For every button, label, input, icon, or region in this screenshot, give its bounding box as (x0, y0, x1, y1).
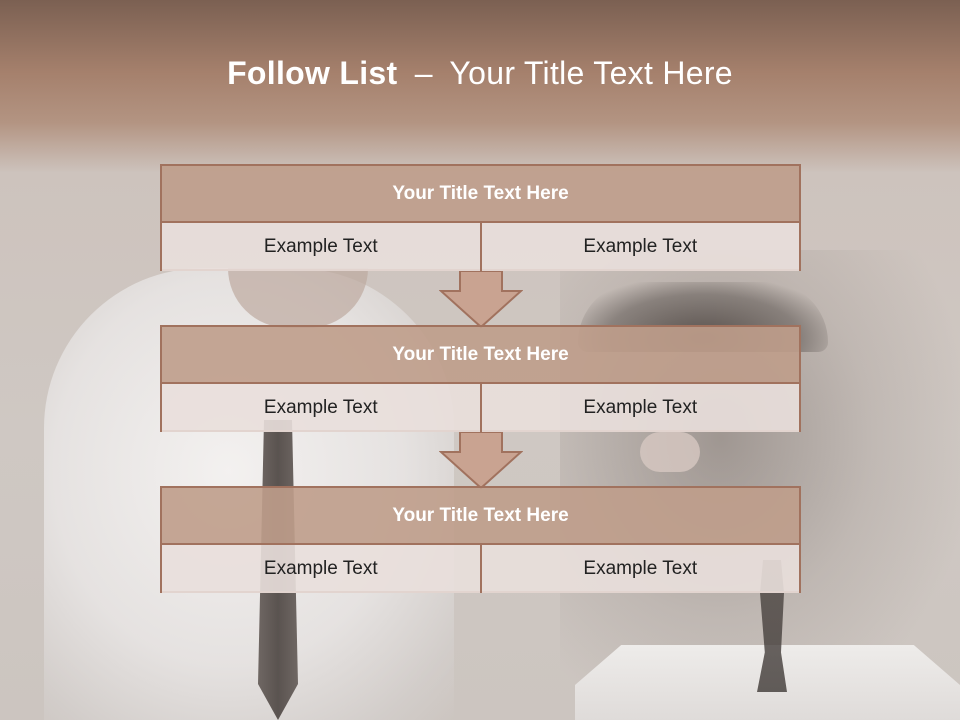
block-row: Example Text Example Text (162, 545, 799, 593)
down-arrow-icon (439, 432, 523, 490)
block-cell-right: Example Text (479, 223, 799, 271)
block-cell-left: Example Text (162, 223, 480, 271)
hand-shape (640, 432, 700, 472)
slide-title-dash: – (414, 55, 433, 91)
down-arrow-icon (439, 271, 523, 329)
block-cell-right: Example Text (479, 384, 799, 432)
list-block-2: Your Title Text Here Example Text Exampl… (160, 325, 801, 432)
block-row: Example Text Example Text (162, 384, 799, 432)
block-cell-left: Example Text (162, 545, 480, 593)
list-block-3: Your Title Text Here Example Text Exampl… (160, 486, 801, 593)
block-title: Your Title Text Here (162, 327, 799, 384)
block-title: Your Title Text Here (162, 166, 799, 223)
block-cell-left: Example Text (162, 384, 480, 432)
block-row: Example Text Example Text (162, 223, 799, 271)
list-block-1: Your Title Text Here Example Text Exampl… (160, 164, 801, 271)
slide-title-rest: Your Title Text Here (449, 55, 733, 91)
block-cell-right: Example Text (479, 545, 799, 593)
block-title: Your Title Text Here (162, 488, 799, 545)
slide-title: Follow List – Your Title Text Here (0, 55, 960, 92)
slide-title-bold: Follow List (227, 55, 398, 91)
